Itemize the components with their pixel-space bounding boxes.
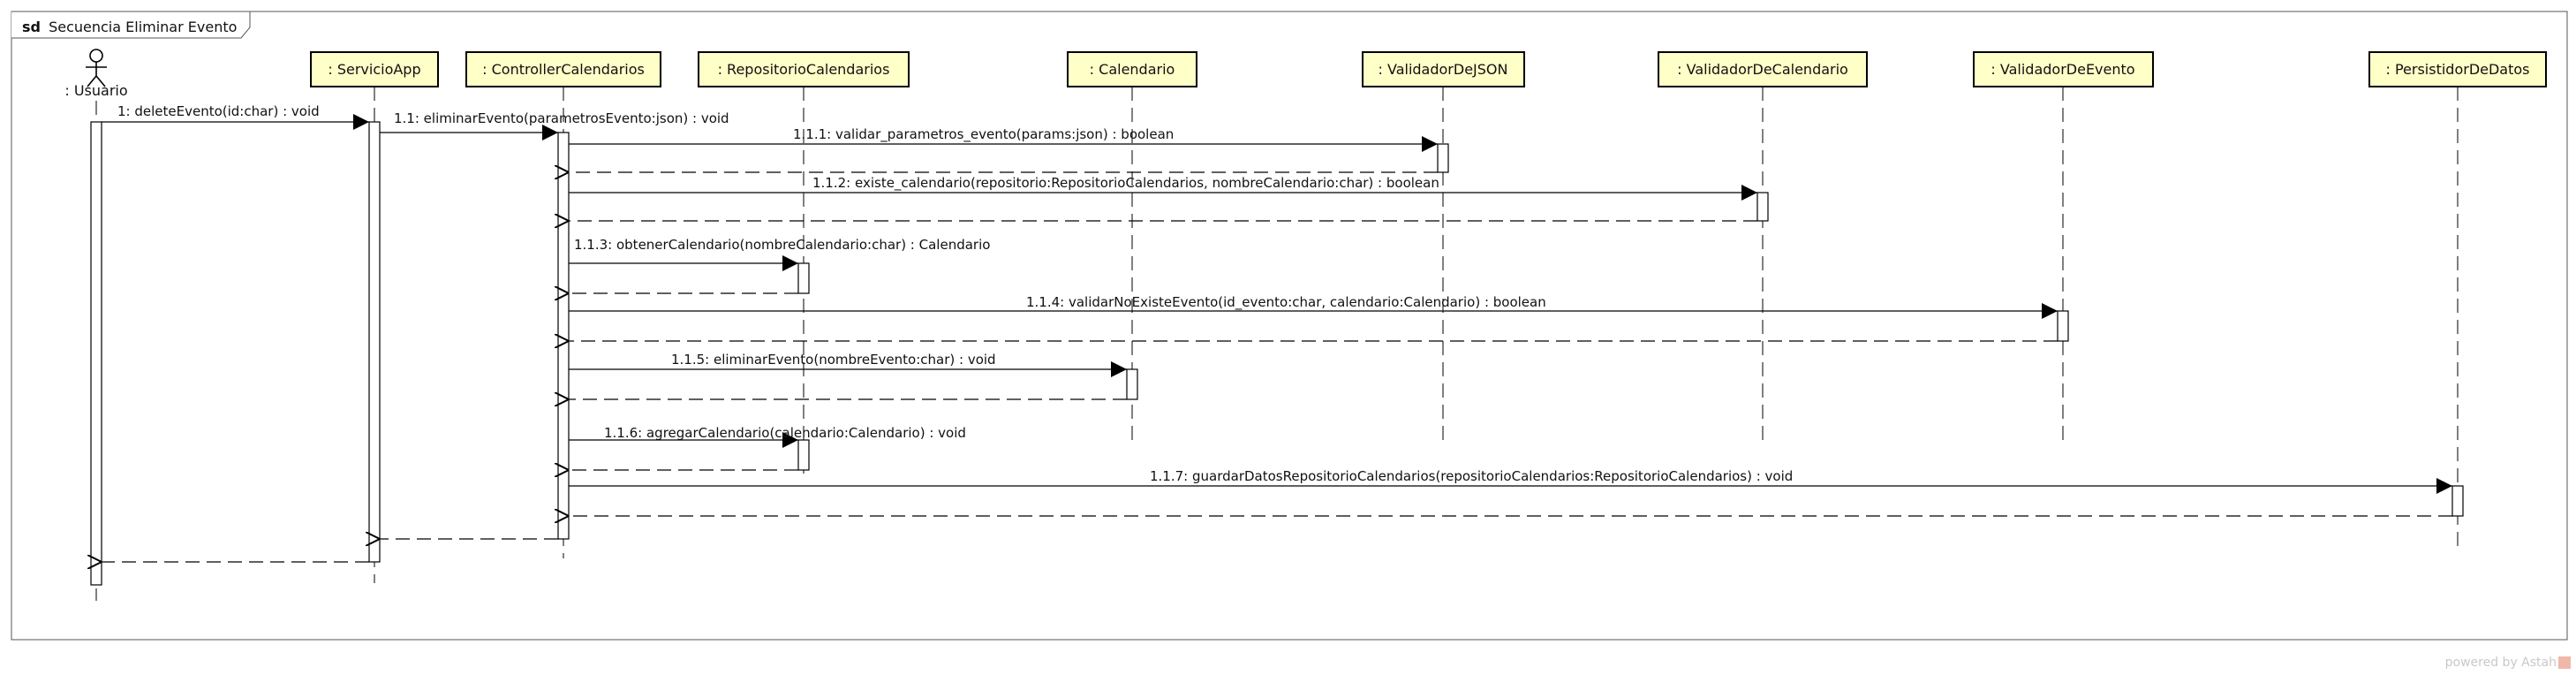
activation-repositorio-1 xyxy=(797,262,810,294)
participant-label: : PersistidorDeDatos xyxy=(2385,61,2529,78)
activation-validadorjson xyxy=(1437,143,1449,173)
actor-usuario-icon xyxy=(86,49,107,87)
frame-keyword: sd xyxy=(22,19,41,35)
message-1-1-4-label: 1.1.4: validarNoExisteEvento(id_evento:c… xyxy=(1026,294,1546,311)
activation-validadorevento xyxy=(2057,310,2069,342)
message-1-label: 1: deleteEvento(id:char) : void xyxy=(117,103,320,119)
activation-calendario xyxy=(1126,368,1138,400)
message-1-1-6-label: 1.1.6: agregarCalendario(calendario:Cale… xyxy=(604,425,966,441)
message-1-1-7-label: 1.1.7: guardarDatosRepositorioCalendario… xyxy=(1150,468,1793,484)
participant-calendario[interactable]: : Calendario xyxy=(1067,51,1197,87)
participant-label: : ServicioApp xyxy=(328,61,420,78)
message-1-1-label: 1.1: eliminarEvento(parametrosEvento:jso… xyxy=(394,110,729,126)
participant-label: : RepositorioCalendarios xyxy=(718,61,890,78)
participant-servicioapp[interactable]: : ServicioApp xyxy=(310,51,439,87)
participant-label: : ValidadorDeEvento xyxy=(1991,61,2134,78)
svg-text:sd Secuencia Eliminar Even: sd Secuencia Eliminar Evento xyxy=(22,19,237,35)
participant-label: : ValidadorDeJSON xyxy=(1379,61,1508,78)
participant-label: : ValidadorDeCalendario xyxy=(1677,61,1848,78)
frame-tab xyxy=(11,11,251,39)
participant-persistidordedatos[interactable]: : PersistidorDeDatos xyxy=(2368,51,2547,87)
frame-title: Secuencia Eliminar Evento xyxy=(49,19,237,35)
message-1-1-1-label: 1.1.1: validar_parametros_evento(params:… xyxy=(793,126,1174,143)
activation-validadorcalendario xyxy=(1756,192,1769,222)
participant-repositoriocalendarios[interactable]: : RepositorioCalendarios xyxy=(698,51,910,87)
participant-validadordejson[interactable]: : ValidadorDeJSON xyxy=(1362,51,1525,87)
activation-servicioapp xyxy=(368,121,381,563)
watermark-text: powered by Astah xyxy=(2444,656,2557,670)
activation-usuario xyxy=(90,121,102,586)
watermark: powered by Astah xyxy=(2445,656,2571,670)
participant-validadordecalendario[interactable]: : ValidadorDeCalendario xyxy=(1658,51,1868,87)
participant-validadordeevento[interactable]: : ValidadorDeEvento xyxy=(1973,51,2154,87)
participant-label: : Calendario xyxy=(1090,61,1175,78)
activation-repositorio-2 xyxy=(797,439,810,471)
participant-controllercalendarios[interactable]: : ControllerCalendarios xyxy=(465,51,661,87)
frame-border xyxy=(11,11,2568,641)
astah-logo-icon xyxy=(2558,656,2571,669)
message-1-1-2-label: 1.1.2: existe_calendario(repositorio:Rep… xyxy=(812,175,1439,192)
participant-label: : ControllerCalendarios xyxy=(482,61,645,78)
message-1-1-5-label: 1.1.5: eliminarEvento(nombreEvento:char)… xyxy=(671,352,996,368)
message-1-1-3-label: 1.1.3: obtenerCalendario(nombreCalendari… xyxy=(574,237,990,253)
activation-controller xyxy=(557,132,570,540)
actor-name: : Usuario xyxy=(64,82,127,99)
activation-persistidor xyxy=(2451,485,2464,517)
